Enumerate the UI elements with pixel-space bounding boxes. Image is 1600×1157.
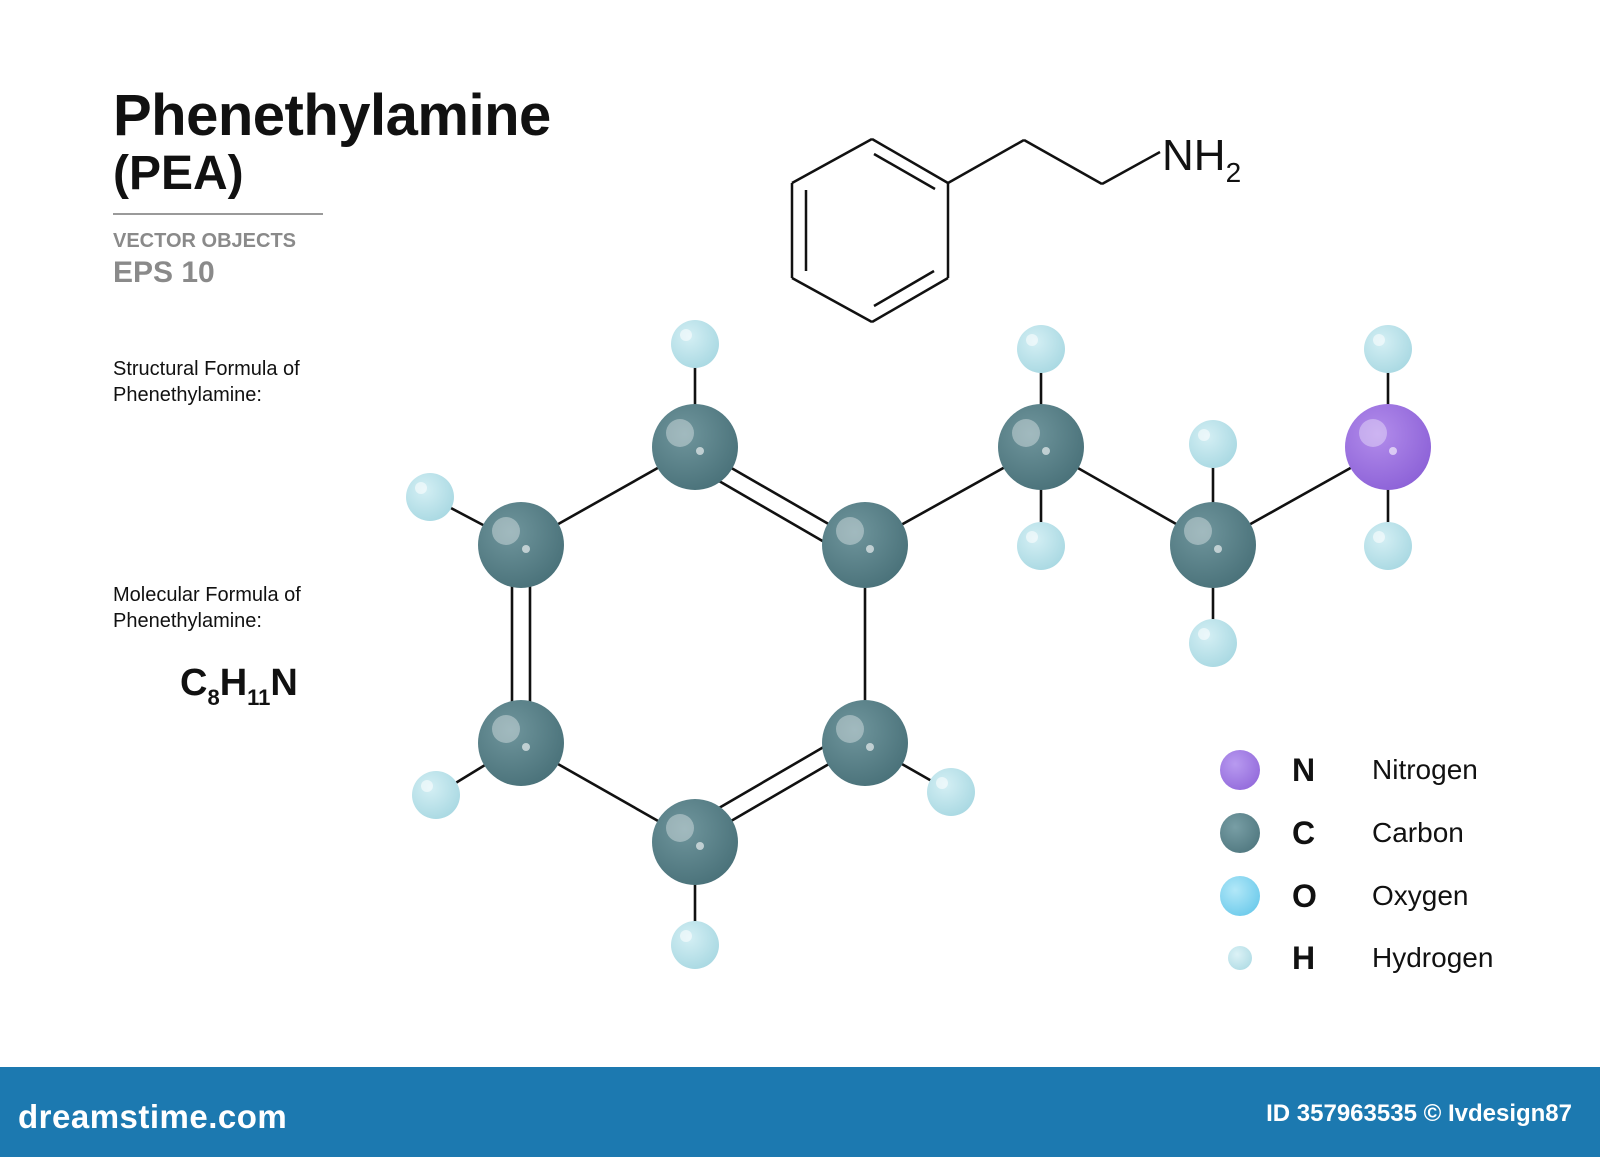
site-logo[interactable]: dreamstime.com — [18, 1098, 288, 1135]
carbon-atom — [652, 799, 738, 885]
formula-carbon-count: 8 — [207, 685, 220, 710]
legend-symbol: O — [1292, 878, 1317, 914]
carbon-atom — [478, 700, 564, 786]
skeletal-formula — [790, 137, 1161, 324]
legend-name: Hydrogen — [1372, 942, 1494, 973]
legend-name: Oxygen — [1372, 880, 1469, 911]
formula-hydrogen-count: 11 — [247, 685, 271, 710]
image-credit: ID 357963535 © Ivdesign87 — [1266, 1100, 1572, 1127]
skeletal-bond — [791, 137, 873, 185]
skeletal-chain-bond — [947, 138, 1025, 185]
skeletal-bond — [871, 276, 949, 324]
legend-symbol: H — [1292, 940, 1316, 976]
hydrogen-atom — [1017, 522, 1065, 570]
skeletal-bond — [791, 276, 873, 324]
hydrogen-atom — [671, 320, 719, 368]
hydrogen-atom — [1017, 325, 1065, 373]
legend-name: Nitrogen — [1372, 754, 1478, 785]
skeletal-chain-bond — [1101, 150, 1161, 186]
molecular-formula: C8H11N — [180, 662, 298, 711]
molecular-caption-line1: Molecular Formula of — [113, 584, 301, 606]
molecular-formula-caption: Molecular Formula of Phenethylamine: — [113, 582, 301, 634]
hydrogen-atom — [1364, 325, 1412, 373]
legend-name: Carbon — [1372, 817, 1464, 848]
hydrogen-atom — [406, 473, 454, 521]
legend-symbol: N — [1292, 752, 1316, 788]
vector-objects-label: VECTOR OBJECTS — [113, 230, 296, 252]
formula-hydrogen: H — [219, 662, 248, 704]
carbon-atom — [478, 502, 564, 588]
molecule-illustration: NH2 — [406, 131, 1431, 969]
structural-formula-caption: Structural Formula of Phenethylamine: — [113, 356, 300, 408]
carbon-atom — [652, 404, 738, 490]
hydrogen-atom — [671, 921, 719, 969]
structural-caption-line2: Phenethylamine: — [113, 384, 262, 406]
skeletal-chain-bond — [1023, 138, 1103, 186]
nitrogen-ball-icon — [1220, 750, 1260, 790]
skeletal-amine-group: NH2 — [1162, 131, 1241, 188]
oxygen-ball-icon — [1220, 876, 1260, 916]
footer-bar — [0, 1067, 1600, 1157]
molecular-caption-line2: Phenethylamine: — [113, 610, 262, 632]
formula-carbon: C — [180, 662, 208, 704]
carbon-atom — [822, 502, 908, 588]
hydrogen-atom — [412, 771, 460, 819]
carbon-atom — [822, 700, 908, 786]
title-divider — [113, 213, 323, 215]
skeletal-double-bond — [873, 152, 936, 191]
hydrogen-atom — [1189, 420, 1237, 468]
atoms — [406, 320, 1431, 969]
hydrogen-ball-icon — [1228, 946, 1252, 970]
nitrogen-atom — [1345, 404, 1431, 490]
hydrogen-atom — [1364, 522, 1412, 570]
eps-version-label: EPS 10 — [113, 256, 215, 289]
carbon-atom — [998, 404, 1084, 490]
structural-caption-line1: Structural Formula of — [113, 358, 300, 380]
carbon-ball-icon — [1220, 813, 1260, 853]
legend-symbol: C — [1292, 815, 1316, 851]
hydrogen-atom — [1189, 619, 1237, 667]
page-title: Phenethylamine — [113, 83, 551, 148]
formula-nitrogen: N — [270, 662, 298, 704]
skeletal-bond — [871, 137, 949, 185]
hydrogen-atom — [927, 768, 975, 816]
skeletal-double-bond — [873, 269, 935, 308]
carbon-atom — [1170, 502, 1256, 588]
page-title-abbreviation: (PEA) — [113, 147, 244, 200]
bond-sticks — [429, 344, 1390, 945]
